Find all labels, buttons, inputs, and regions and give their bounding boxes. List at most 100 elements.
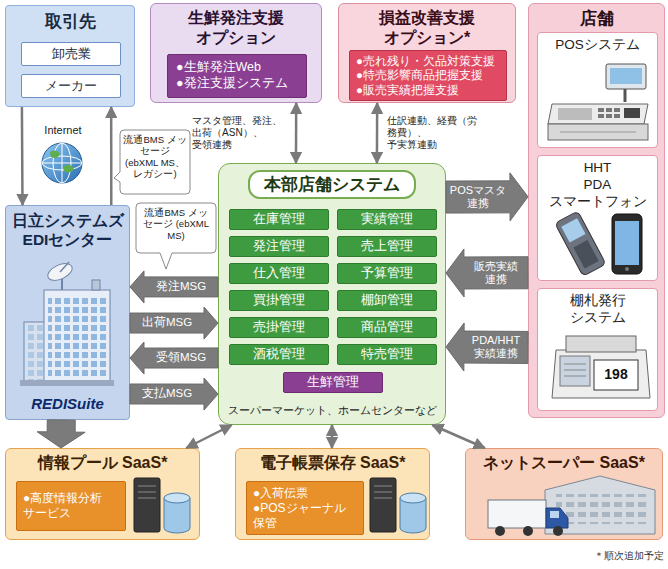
pos-register-part: [560, 132, 636, 133]
pos-register-part: [610, 68, 642, 84]
connector-arrow: [295, 103, 298, 163]
label-printer-part: [564, 376, 586, 377]
connector-arrow: [110, 107, 113, 205]
node-title: 生鮮発注支援 オプション: [155, 8, 317, 48]
datacenter-building-part: [92, 280, 100, 290]
connector-label: 支払MSG: [130, 387, 204, 401]
pos-register-part: [614, 108, 620, 112]
internet-globe-part: [50, 150, 74, 172]
warehouse-truck-part: [553, 526, 563, 536]
server-and-database-part: [374, 498, 392, 499]
handheld-devices-part-part: [573, 240, 598, 269]
block-arrow: [446, 323, 528, 371]
node-title: 発注管理: [230, 238, 328, 254]
node-title: 取引先: [10, 11, 130, 32]
module-box: 仕入管理: [229, 263, 329, 284]
network-label: Internet: [36, 124, 90, 137]
node-title: ●売れ残り・欠品対策支援: [356, 54, 500, 68]
connector-arrow: [186, 425, 231, 448]
node-text: ●特売影響商品把握支援: [356, 68, 500, 82]
node-text: ●販売実績把握支援: [356, 83, 500, 97]
warehouse-truck: [488, 476, 655, 536]
label-printer-part: [552, 350, 650, 398]
server-and-database-part: [138, 498, 156, 499]
label-printer: [552, 336, 650, 398]
module-box: 商品管理: [337, 317, 437, 338]
pos-register-part: [598, 114, 604, 118]
connector-arrow: [376, 103, 379, 163]
warehouse-truck-part: [550, 511, 559, 518]
callout-text: 流通BMS メッセージ (ebXML MS): [140, 207, 212, 241]
footnote: ＊順次追加予定: [548, 550, 664, 562]
node-text: スーパーマーケット、ホームセンターなど: [224, 404, 440, 418]
label-printer-part: [564, 364, 586, 365]
node-title: POSシステム: [542, 37, 653, 54]
warehouse-truck-part: [488, 500, 546, 528]
module-box: 酒税管理: [229, 344, 329, 365]
pos-register-part: [598, 108, 604, 112]
server-and-database: [370, 478, 426, 533]
node-title: ●生鮮発注Web: [176, 60, 298, 76]
module-box: 発注管理: [229, 236, 329, 257]
handheld-devices-part: [612, 214, 642, 274]
warehouse-truck-part: [545, 476, 655, 534]
warehouse-truck-part: [556, 494, 646, 524]
server-and-database-part: [374, 492, 392, 493]
node-title: 買掛管理: [230, 292, 328, 308]
module-box: 特売管理: [337, 344, 437, 365]
partner-box: 卸売業: [21, 42, 121, 66]
handheld-devices-part: [625, 267, 629, 271]
connector-label: マスタ管理、発注、 出荷（ASN）、 受領連携: [192, 115, 286, 151]
datacenter-building-part: [20, 380, 114, 386]
node-title: 情報プール SaaS*: [10, 453, 195, 473]
internet-globe-part: [42, 143, 82, 183]
pos-register-part: [606, 64, 646, 89]
server-and-database-part: [138, 486, 156, 487]
node-text: REDISuite: [9, 395, 126, 414]
pos-register-part: [606, 114, 612, 118]
datacenter-building-part: [60, 262, 69, 272]
module-box: 在庫管理: [229, 209, 329, 230]
handheld-devices-part: [555, 211, 606, 276]
pos-register-part: [624, 108, 640, 118]
node-title: 仕入管理: [230, 265, 328, 281]
block-arrow: [130, 342, 218, 374]
node-title: 特売管理: [338, 346, 436, 362]
label-printer-part: [566, 336, 636, 352]
node-title: ●高度情報分析 サービス: [23, 491, 119, 521]
block-arrow: [130, 378, 218, 410]
callout-bubble: [136, 203, 216, 269]
connector-arrow: [21, 107, 24, 205]
connector-arrow: [432, 425, 484, 448]
node-title: メーカー: [26, 78, 116, 94]
option-feature-box: ●生鮮発注Web●発注支援システム: [167, 54, 307, 98]
module-box: 買掛管理: [229, 290, 329, 311]
server-and-database-part: [374, 486, 392, 487]
handheld-devices-part-part: [555, 211, 606, 276]
node-title: 棚札発行 システム: [542, 293, 653, 327]
connector-arrow: [331, 425, 334, 448]
saas-feature-box: ●入荷伝票●POSジャーナル 保管: [246, 481, 364, 535]
connector-label: 販売実績 連携: [464, 260, 528, 286]
server-and-database-part: [138, 492, 156, 493]
pos-register: [548, 64, 648, 140]
connector-label: 受領MSG: [144, 351, 218, 365]
node-title: 売掛管理: [230, 319, 328, 335]
node-title: 在庫管理: [230, 211, 328, 227]
block-arrow: [446, 249, 528, 297]
partner-box: メーカー: [21, 74, 121, 98]
block-arrow: [130, 271, 218, 303]
node-title: 日立システムズ EDIセンター: [9, 211, 126, 250]
node-title: 酒税管理: [230, 346, 328, 362]
pos-register-part: [548, 104, 648, 124]
node-title: 売上管理: [338, 238, 436, 254]
server-and-database-part: [164, 493, 190, 503]
label-printer-part: [560, 356, 590, 386]
node-title: ●入荷伝票: [253, 486, 357, 501]
block-arrow: [130, 307, 218, 339]
pos-register-part: [606, 108, 612, 112]
datacenter-building-part: [24, 322, 46, 382]
pos-register-part: [624, 88, 627, 102]
